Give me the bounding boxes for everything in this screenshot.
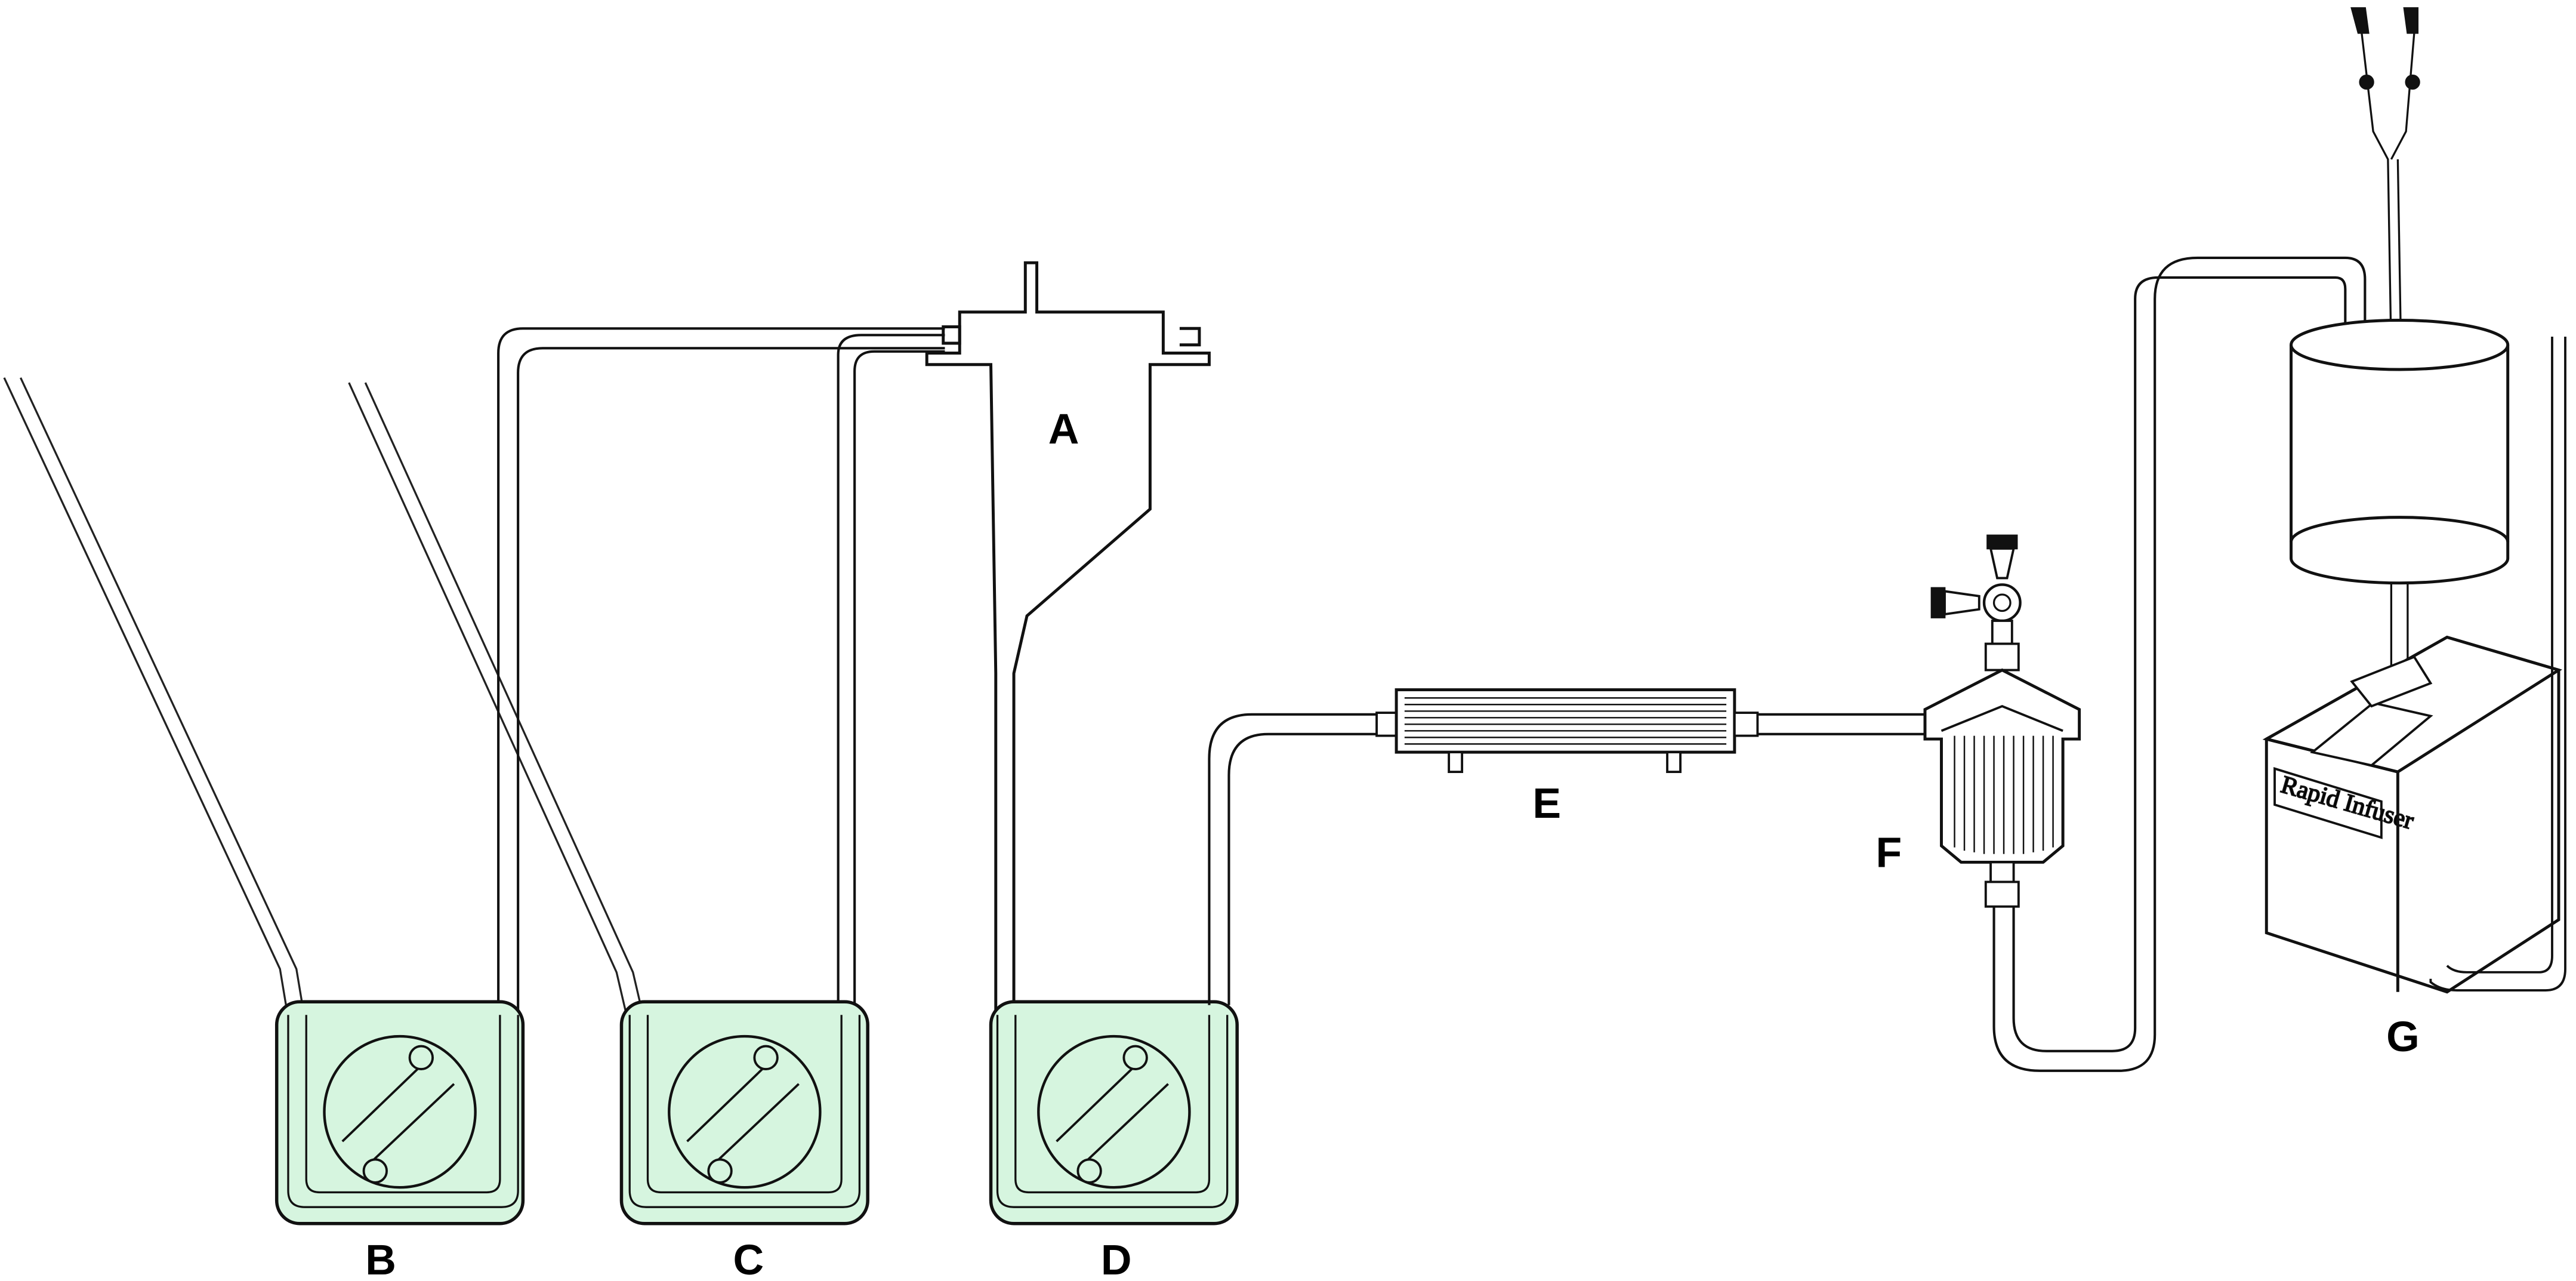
label-e: E <box>1532 780 1561 827</box>
pump-tube-loops <box>287 1015 1229 1208</box>
tube-pump-to-heat-exchanger <box>1208 713 1377 1005</box>
suction-line-c <box>348 382 646 1022</box>
roller-pump-c <box>621 1002 868 1223</box>
infuser-reservoir <box>2290 319 2510 690</box>
heat-exchanger <box>1375 688 1759 774</box>
tube-filter-to-infuser <box>1992 256 2367 1072</box>
roller-pump-d <box>991 1002 1238 1223</box>
label-d: D <box>1101 1236 1132 1281</box>
tube-c-to-reservoir <box>837 334 945 1018</box>
tube-b-to-reservoir <box>497 327 945 1018</box>
iv-spikes <box>2350 7 2420 353</box>
label-c: C <box>733 1236 764 1281</box>
label-a: A <box>1048 405 1079 453</box>
label-g: G <box>2386 1013 2420 1061</box>
rapid-infuser-device: Rapid Infuser <box>2262 635 2562 994</box>
return-line <box>2429 337 2566 991</box>
reservoir <box>925 261 1211 1020</box>
label-f: F <box>1875 829 1902 877</box>
label-b: B <box>365 1236 396 1281</box>
filter <box>1923 534 2081 908</box>
suction-line-b <box>3 377 306 1019</box>
roller-pump-b <box>277 1002 523 1223</box>
tube-heat-exchanger-to-filter <box>1757 713 1925 735</box>
